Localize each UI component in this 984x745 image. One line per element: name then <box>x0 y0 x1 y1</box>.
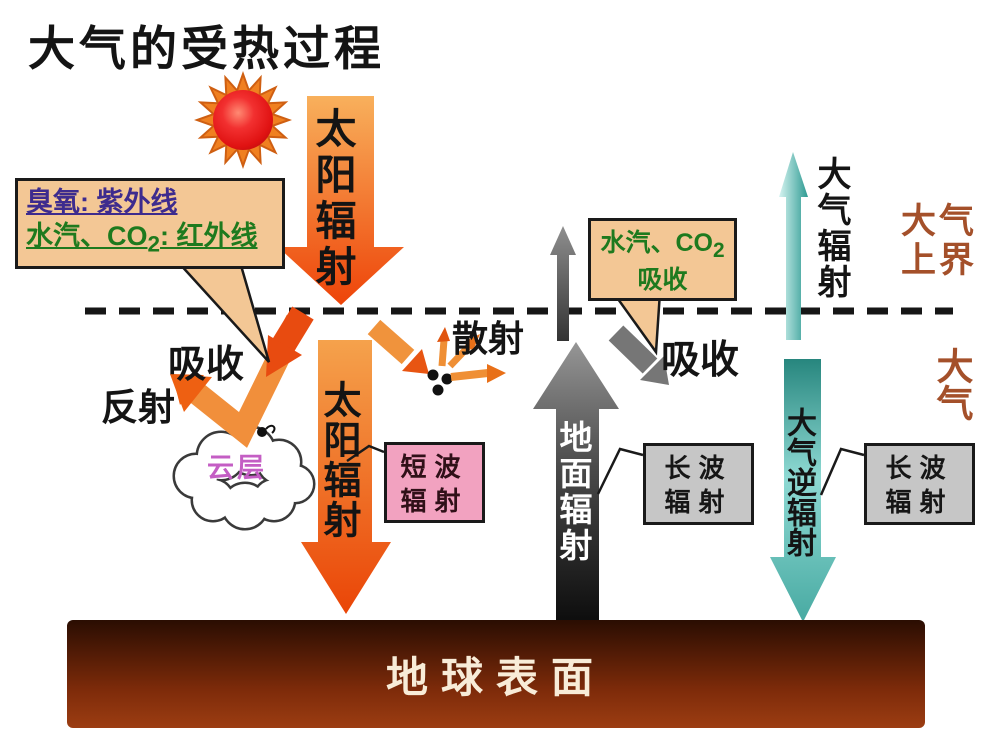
solar-radiation-arrow-lower <box>301 340 391 614</box>
atmospheric-radiation-arrow <box>779 152 808 340</box>
vapor-co2-line: 水汽、CO2 <box>600 229 725 262</box>
longwave1-connector <box>596 447 644 495</box>
shortwave-connector <box>346 444 385 463</box>
scattering-arrows <box>367 319 506 396</box>
longwave-radiation-box-1: 长波 辐射 <box>643 443 754 525</box>
absorb-left-label: 吸收 <box>168 344 245 386</box>
scatter-label: 散射 <box>452 318 525 359</box>
reflect-label: 反射 <box>101 387 175 428</box>
connector-lines <box>346 444 865 496</box>
vapor-co2-absorb-callout: 水汽、CO2 吸收 <box>588 218 737 301</box>
cloud-icon <box>172 424 316 531</box>
counter-radiation-label: 大气逆辐射 <box>782 407 815 557</box>
atmospheric-radiation-label: 大气辐射 <box>812 156 850 300</box>
ozone-uv-line: 臭氧: 紫外线 <box>26 187 178 217</box>
solar-radiation-top-label: 太阳辐射 <box>309 107 355 291</box>
atmosphere-upper-boundary-label: 大气 上界 <box>901 202 978 281</box>
shortwave-radiation-box: 短波 辐射 <box>384 442 485 523</box>
longwave2-connector <box>819 447 865 496</box>
absorbed-ray-arrow <box>266 306 314 377</box>
cloud-label: 云层 <box>207 453 267 483</box>
solar-radiation-lower-label: 太阳辐射 <box>317 380 359 540</box>
absorb-right-label: 吸收 <box>661 339 740 382</box>
counter-radiation-arrow <box>770 359 836 622</box>
earth-surface-bar: 地球表面 <box>67 620 925 728</box>
longwave-radiation-box-2: 长波 辐射 <box>864 443 975 525</box>
solar-radiation-arrow-top <box>278 96 404 305</box>
ground-radiation-arrow <box>533 342 619 621</box>
ozone-vapor-callout: 臭氧: 紫外线 水汽、CO2: 红外线 <box>15 178 285 269</box>
atmosphere-label: 大气 <box>931 347 972 421</box>
sun-icon <box>194 71 292 169</box>
earth-surface-label: 地球表面 <box>385 653 606 701</box>
ground-radiation-label: 地面辐射 <box>555 420 592 564</box>
page-title: 大气的受热过程 <box>28 22 385 75</box>
vapor-ir-line: 水汽、CO2: 红外线 <box>26 220 258 257</box>
escape-to-space-arrow <box>550 226 576 341</box>
absorb-line: 吸收 <box>637 266 688 295</box>
atmosphere-absorb-arrow <box>608 325 669 385</box>
